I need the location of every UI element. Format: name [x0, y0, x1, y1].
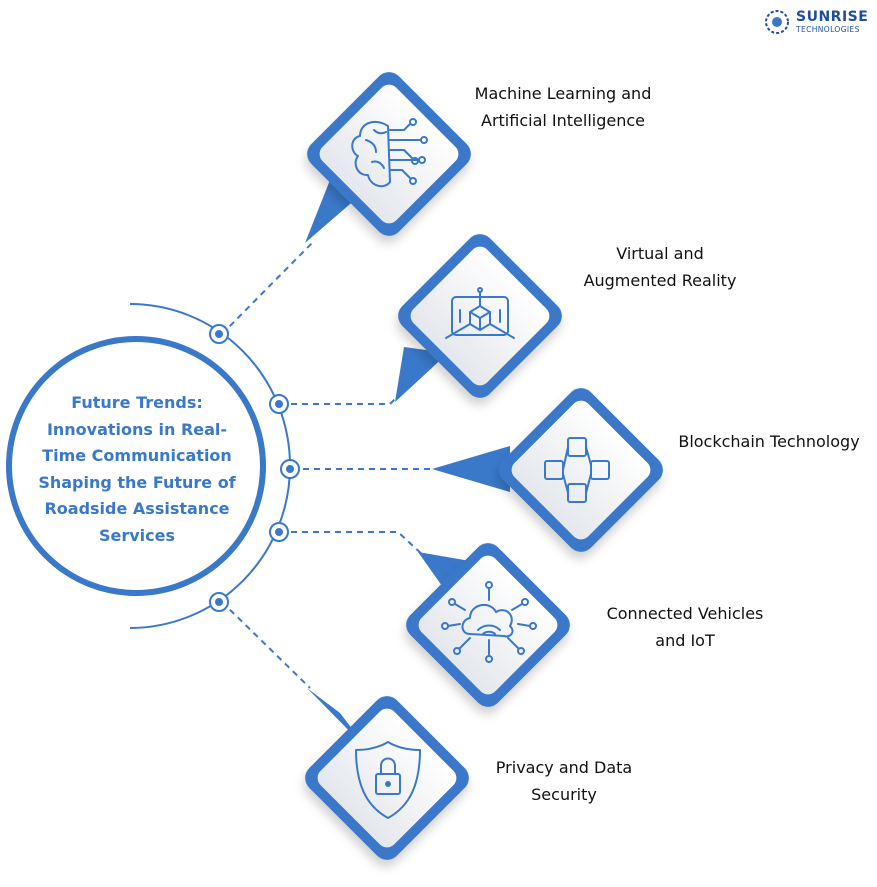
brain-circuit-icon [351, 118, 428, 188]
logo-subtitle: TECHNOLOGIES [796, 25, 860, 34]
connector-5 [221, 601, 311, 689]
label-virtual-augmented-reality: Virtual and Augmented Reality [560, 240, 760, 294]
connector-1 [221, 239, 316, 335]
center-title: Future Trends: Innovations in Real- Time… [22, 390, 252, 549]
center-circle [6, 336, 266, 596]
label-line: and IoT [655, 631, 715, 650]
sunrise-logo-icon [765, 10, 789, 34]
connector-2 [280, 383, 411, 405]
node-inner [410, 246, 550, 386]
arc-node-1 [209, 324, 229, 344]
label-blockchain: Blockchain Technology [663, 428, 875, 455]
company-logo: SUNRISE TECHNOLOGIES [763, 8, 875, 36]
label-line: Virtual and [616, 244, 704, 263]
label-line: Machine Learning and [474, 84, 652, 103]
label-connected-vehicles: Connected Vehicles and IoT [585, 600, 785, 654]
label-line: Security [531, 785, 597, 804]
arc-node-3 [280, 459, 300, 479]
center-title-line: Shaping the Future of [38, 472, 236, 492]
node-privacy-security [305, 696, 469, 860]
center-title-line: Future Trends: [71, 393, 203, 412]
shield-lock-icon [355, 741, 421, 819]
label-line: Blockchain Technology [678, 432, 860, 451]
ar-cube-icon [445, 287, 515, 339]
label-privacy-security: Privacy and Data Security [474, 754, 654, 808]
center-title-line: Roadside Assistance [44, 499, 230, 518]
label-line: Connected Vehicles [606, 604, 764, 623]
label-line: Privacy and Data [495, 758, 633, 777]
node-virtual-augmented-reality [398, 234, 562, 398]
node-inner [317, 708, 457, 848]
pointer-3 [432, 446, 510, 492]
arc-node-2 [269, 394, 289, 414]
blockchain-icon [544, 437, 610, 503]
connector-4 [280, 531, 426, 558]
cloud-iot-icon [441, 581, 537, 663]
node-inner [511, 400, 651, 540]
center-title-line: Innovations in Real- [46, 419, 228, 439]
label-machine-learning: Machine Learning and Artificial Intellig… [445, 80, 681, 134]
center-title-line: Services [98, 525, 176, 545]
center-title-line: Time Communication [42, 446, 232, 465]
pointer-2 [395, 347, 448, 402]
label-line: Artificial Intelligence [481, 111, 645, 130]
arc-node-5 [209, 592, 229, 612]
label-line: Augmented Reality [583, 271, 737, 290]
arc-node-4 [269, 522, 289, 542]
node-blockchain [499, 388, 663, 552]
logo-name: SUNRISE [796, 9, 869, 25]
